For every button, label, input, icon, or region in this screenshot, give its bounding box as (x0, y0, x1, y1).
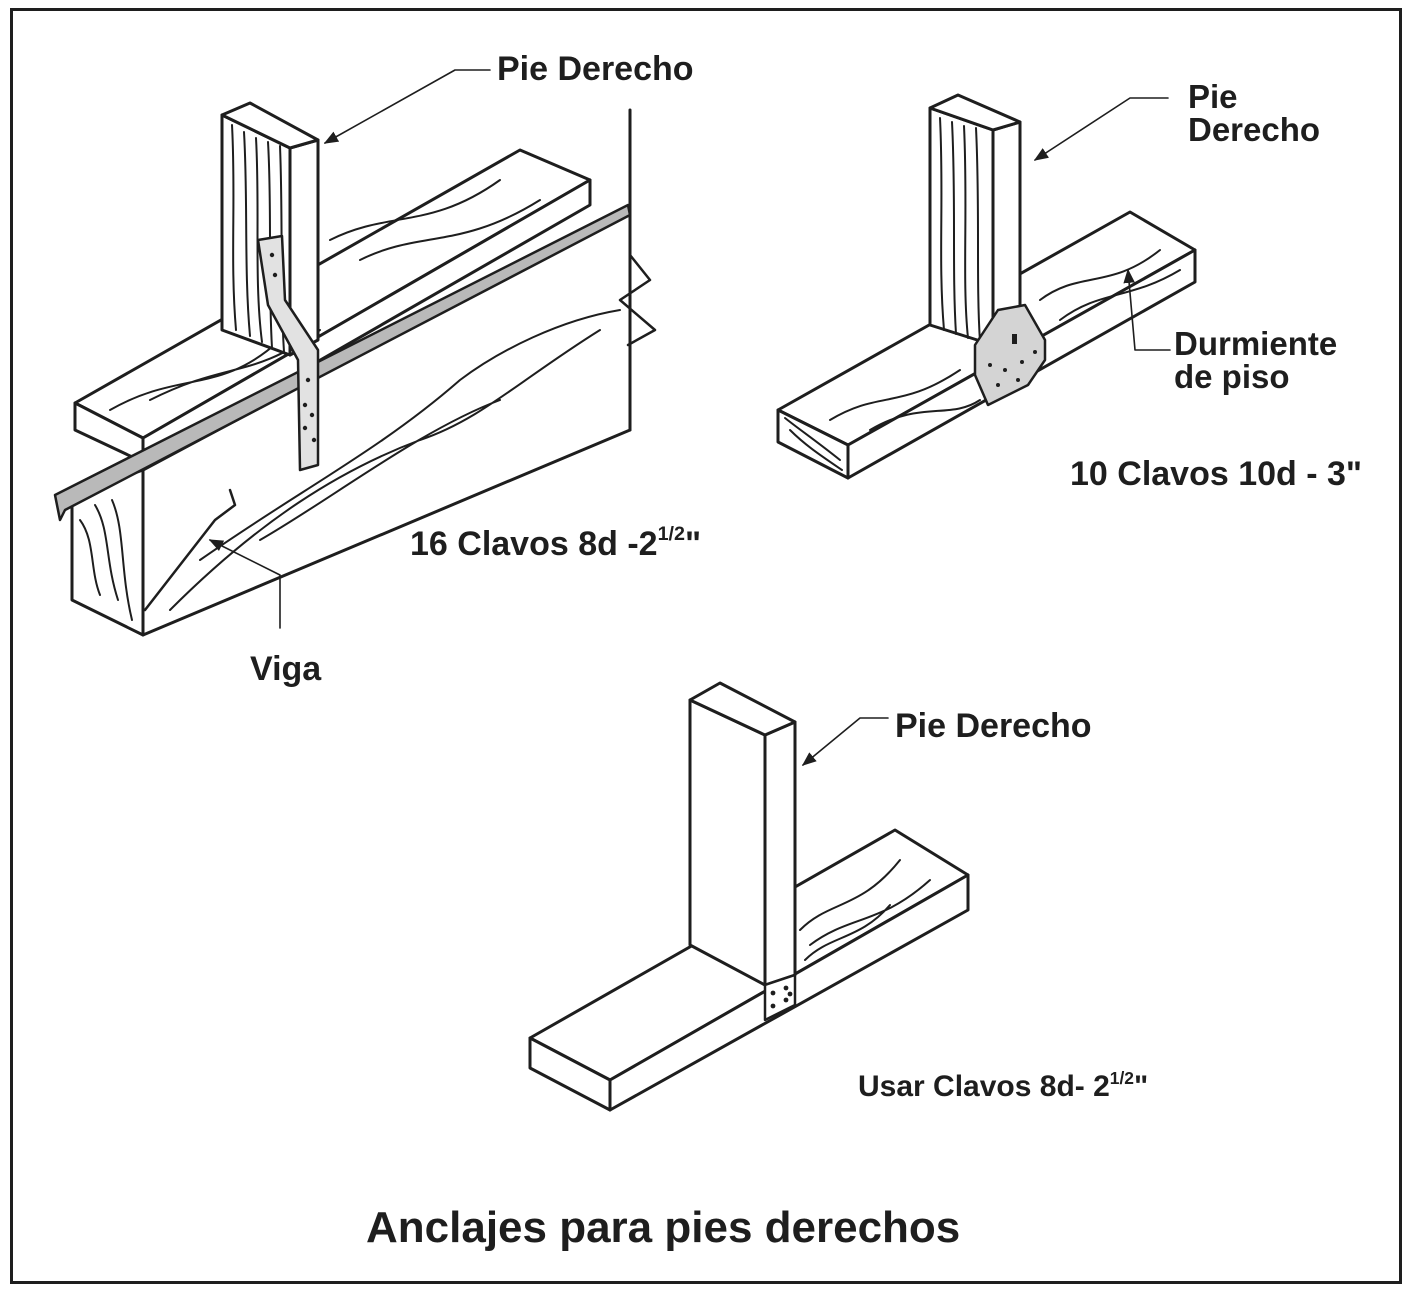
beam-end-grain (79, 499, 133, 621)
label-right-plate: Durmiente de piso (1174, 325, 1338, 395)
plate-grain (109, 179, 541, 411)
label-right-nails: 10 Clavos 10d - 3" (1070, 455, 1363, 493)
beam-grain (169, 309, 621, 611)
plate-assembly (776, 93, 1197, 480)
label-left-stud: Pie Derecho (497, 50, 694, 88)
beam-break (618, 253, 657, 347)
right-stud-top (928, 93, 1022, 132)
label-left-nails: 16 Clavos 8d -21/2" (410, 523, 702, 563)
right-stud-leader (1033, 97, 1169, 161)
bottom-stud-face (688, 698, 767, 987)
bottom-stud-leader (801, 717, 889, 766)
bottom-stud-top (688, 681, 797, 737)
right-plate-leader (1123, 268, 1171, 351)
bottom-plate-grain (799, 859, 931, 961)
left-stud-top (220, 101, 320, 150)
left-beam-leader (208, 539, 281, 629)
bottom-stud-side (763, 720, 797, 987)
bottom-connector-nails (770, 985, 793, 1009)
left-connector-nails (269, 252, 317, 443)
right-plate-end-grain (784, 417, 843, 471)
right-connector-nails (988, 334, 1037, 387)
label-left-beam: Viga (250, 650, 322, 688)
right-plate-grain (829, 249, 1181, 431)
left-connector (256, 234, 320, 472)
right-connector (973, 303, 1047, 407)
beam-break-lower (143, 488, 237, 612)
right-stud-face (928, 106, 995, 347)
label-bottom-stud: Pie Derecho (895, 707, 1092, 745)
label-right-stud: Pie Derecho (1188, 78, 1321, 148)
right-stud-grain (939, 117, 981, 343)
simple-assembly (528, 681, 970, 1112)
figure-title: Anclajes para pies derechos (366, 1203, 961, 1252)
strap-tie (53, 203, 632, 522)
beam-assembly (53, 101, 657, 637)
label-bottom-nails: Usar Clavos 8d- 21/2" (858, 1068, 1149, 1103)
left-stud-leader (323, 69, 491, 144)
